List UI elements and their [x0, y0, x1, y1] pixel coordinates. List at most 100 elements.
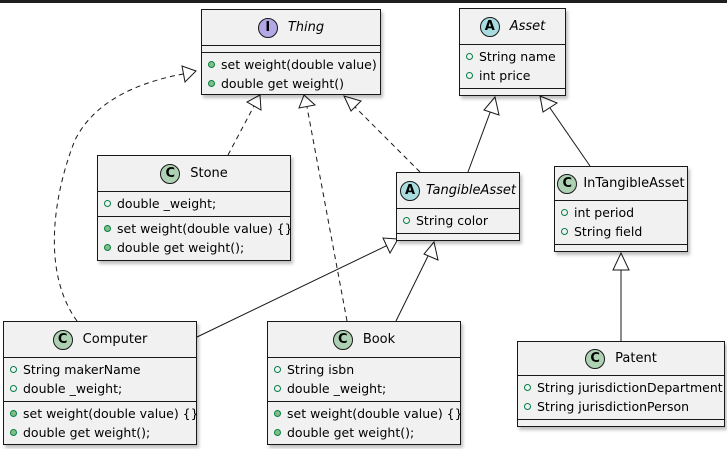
class-thing-fields — [202, 45, 380, 52]
field-row: double _weight; — [268, 379, 460, 398]
class-badge-icon: C — [332, 329, 353, 350]
class-stone-methods: set weight(double value) {} double get w… — [98, 216, 293, 260]
class-book-header: C Book — [268, 322, 460, 357]
field-row: String jurisdictionDepartment — [518, 378, 724, 397]
field-row: String color — [397, 211, 519, 230]
field-icon — [466, 53, 473, 60]
class-computer-fields: String makerName double _weight; — [4, 357, 196, 401]
class-stone-name: Stone — [190, 166, 228, 181]
class-tangible-asset-fields: String color — [397, 208, 519, 233]
edge-book-tangible — [395, 253, 430, 322]
field-icon — [561, 228, 568, 235]
field-icon — [524, 384, 531, 391]
class-patent-header: C Patent — [518, 342, 724, 375]
class-badge-icon: C — [557, 173, 578, 194]
class-stone-fields: double _weight; — [98, 191, 290, 216]
public-method-icon — [104, 244, 111, 251]
field-row: String isbn — [268, 360, 460, 379]
abstract-badge-icon: A — [479, 16, 500, 37]
arrowhead-book-tangible — [423, 240, 439, 261]
field-icon — [403, 217, 410, 224]
class-stone[interactable]: C Stone double _weight; set weight(doubl… — [97, 155, 293, 261]
class-asset-name: Asset — [509, 19, 546, 34]
class-tangible-asset-header: A TangibleAsset — [397, 173, 519, 208]
edge-computer-tangible — [196, 244, 389, 338]
class-thing[interactable]: I Thing set weight(double value) double … — [201, 9, 381, 95]
method-row: double get weight(); — [268, 423, 460, 442]
public-method-icon — [208, 61, 215, 68]
field-icon — [274, 385, 281, 392]
class-computer-header: C Computer — [4, 322, 196, 357]
field-row: String field — [555, 222, 687, 241]
field-icon — [104, 200, 111, 207]
field-icon — [561, 209, 568, 216]
class-intangible-asset[interactable]: C InTangibleAsset int period String fiel… — [554, 166, 688, 252]
field-icon — [10, 385, 17, 392]
class-stone-header: C Stone — [98, 156, 290, 191]
class-computer-name: Computer — [82, 332, 148, 347]
class-badge-icon: C — [585, 348, 606, 369]
field-row: double _weight; — [4, 379, 196, 398]
class-tangible-asset-name: TangibleAsset — [425, 183, 517, 198]
field-icon — [10, 366, 17, 373]
interface-badge-icon: I — [257, 17, 278, 38]
method-row: set weight(double value) {} — [268, 404, 463, 423]
edge-tangible-asset — [467, 109, 492, 173]
method-row: double get weight(); — [4, 423, 196, 442]
edge-stone-thing — [227, 105, 255, 156]
arrowhead-book-thing — [298, 94, 317, 109]
public-method-icon — [104, 225, 111, 232]
public-method-icon — [10, 429, 17, 436]
field-row: String makerName — [4, 360, 196, 379]
public-method-icon — [274, 410, 281, 417]
abstract-badge-icon: A — [399, 180, 420, 201]
class-computer-methods: set weight(double value) {} double get w… — [4, 401, 199, 445]
field-row: double _weight; — [98, 194, 290, 213]
class-intangible-asset-name: InTangibleAsset — [583, 176, 685, 191]
method-row: double get weight() — [202, 74, 380, 93]
arrowhead-stone-thing — [245, 94, 262, 111]
arrowhead-patent-intangible — [612, 251, 630, 271]
class-tangible-asset[interactable]: A TangibleAsset String color — [396, 172, 520, 241]
arrowhead-computer-tangible — [382, 237, 399, 255]
class-asset[interactable]: A Asset String name int price — [459, 8, 566, 96]
public-method-icon — [274, 429, 281, 436]
method-row: double get weight(); — [98, 238, 290, 257]
arrowhead-tangible-thing — [343, 95, 362, 112]
field-row: int price — [460, 66, 565, 85]
field-row: String name — [460, 47, 565, 66]
arrowhead-tangible-asset — [483, 95, 500, 116]
class-badge-icon: C — [160, 163, 181, 184]
arrowhead-intangible-asset — [539, 95, 559, 113]
class-asset-fields: String name int price — [460, 44, 565, 88]
window-top-border — [0, 0, 727, 3]
edge-intangible-asset — [549, 107, 591, 167]
class-intangible-asset-header: C InTangibleAsset — [555, 167, 687, 200]
class-intangible-asset-methods — [555, 244, 687, 245]
public-method-icon — [10, 410, 17, 417]
class-book[interactable]: C Book String isbn double _weight; set w… — [267, 321, 463, 445]
public-method-icon — [208, 80, 215, 87]
field-icon — [466, 72, 473, 79]
class-badge-icon: C — [52, 329, 73, 350]
field-icon — [274, 366, 281, 373]
class-patent[interactable]: C Patent String jurisdictionDepartment S… — [517, 341, 725, 427]
edge-tangible-thing — [353, 105, 421, 173]
field-row: int period — [555, 203, 687, 222]
method-row: set weight(double value) {} — [4, 404, 199, 423]
method-row: set weight(double value) {} — [98, 219, 293, 238]
class-asset-methods — [460, 88, 565, 89]
method-row: set weight(double value) — [202, 55, 380, 74]
class-book-name: Book — [362, 332, 396, 347]
field-icon — [524, 403, 531, 410]
class-tangible-asset-methods — [397, 233, 519, 234]
edge-computer-thing — [53, 73, 184, 322]
class-computer[interactable]: C Computer String makerName double _weig… — [3, 321, 199, 445]
class-book-methods: set weight(double value) {} double get w… — [268, 401, 463, 445]
class-book-fields: String isbn double _weight; — [268, 357, 460, 401]
class-asset-header: A Asset — [460, 9, 565, 44]
class-thing-methods: set weight(double value) double get weig… — [202, 52, 380, 96]
class-patent-methods — [518, 419, 724, 420]
class-thing-name: Thing — [287, 20, 325, 35]
